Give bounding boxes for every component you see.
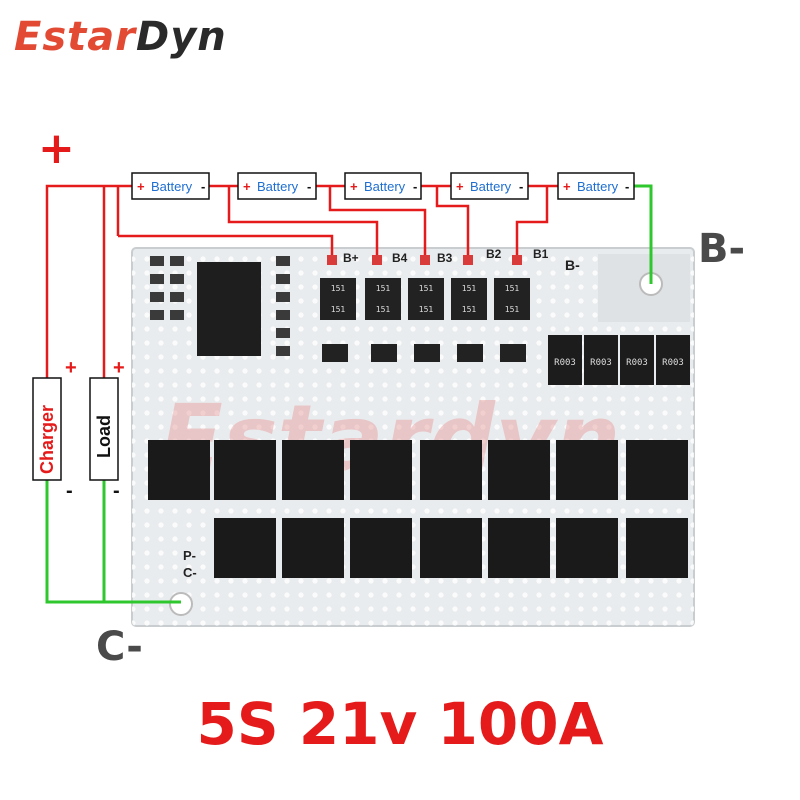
mosfets-top — [148, 440, 688, 500]
load-label: Load — [94, 415, 114, 458]
battery-minus: - — [307, 179, 311, 194]
battery-plus: + — [456, 179, 464, 194]
charger-plus: + — [65, 357, 77, 379]
shunt-resistors: R003 R003 R003 R003 — [548, 335, 690, 385]
battery-plus: + — [563, 179, 571, 194]
pad-label-pminus: P- — [183, 548, 196, 563]
brand-logo: EstarDyn — [14, 14, 227, 60]
load-minus: - — [113, 480, 120, 502]
main-plus: + — [38, 123, 75, 174]
battery-plus: + — [243, 179, 251, 194]
cminus-pad — [169, 592, 193, 616]
brand-part-1: Estar — [14, 14, 136, 60]
resistor-mark: 151 — [505, 284, 520, 293]
battery-cell: + Battery - — [557, 172, 635, 200]
resistor-mark: 151 — [331, 284, 346, 293]
pad-label-cminus: C- — [183, 565, 197, 580]
resistor-mark: 151 — [505, 305, 520, 314]
tap-label-b1: B1 — [533, 247, 549, 261]
c-minus-label: C- — [96, 624, 143, 670]
tap-label-b3: B3 — [437, 251, 453, 265]
battery-label: Battery — [470, 179, 512, 194]
battery-cell: + Battery - — [237, 172, 317, 200]
battery-plus: + — [350, 179, 358, 194]
battery-cell: + Battery - — [344, 172, 422, 200]
battery-minus: - — [625, 179, 629, 194]
charger-label: Charger — [37, 405, 57, 474]
bms-board: Estardyn 151 151 151 151 151 151 151 151… — [131, 247, 695, 627]
battery-plus: + — [137, 179, 145, 194]
battery-cell: + Battery - — [450, 172, 529, 200]
battery-minus: - — [519, 179, 523, 194]
balance-resistors: 151 151 151 151 151 151 151 151 151 151 — [320, 278, 530, 320]
shunt-mark: R003 — [590, 358, 612, 368]
shunt-mark: R003 — [626, 358, 648, 368]
charger-box: Charger — [32, 377, 62, 481]
resistor-mark: 151 — [419, 284, 434, 293]
shunt-mark: R003 — [554, 358, 576, 368]
tap-label-b4: B4 — [392, 251, 408, 265]
load-box: Load — [89, 377, 119, 481]
controller-ic — [197, 262, 261, 356]
shunt-mark: R003 — [662, 358, 684, 368]
pad-label-bminus: B- — [565, 257, 580, 273]
b-minus-label: B- — [698, 226, 746, 272]
tap-label-bplus: B+ — [343, 251, 359, 265]
mosfets-bottom — [214, 518, 688, 578]
resistor-mark: 151 — [462, 305, 477, 314]
charger-minus: - — [66, 480, 73, 502]
brand-part-2: Dyn — [135, 14, 227, 60]
battery-label: Battery — [364, 179, 406, 194]
battery-label: Battery — [151, 179, 193, 194]
battery-cell: + Battery - — [131, 172, 210, 200]
spec-headline: 5S 21v 100A — [196, 690, 604, 758]
green-wires — [45, 184, 653, 604]
battery-minus: - — [413, 179, 417, 194]
red-wires — [45, 184, 558, 378]
battery-minus: - — [201, 179, 205, 194]
resistor-mark: 151 — [376, 284, 391, 293]
resistor-mark: 151 — [376, 305, 391, 314]
battery-label: Battery — [257, 179, 299, 194]
tap-label-b2: B2 — [486, 247, 502, 261]
resistor-mark: 151 — [331, 305, 346, 314]
resistor-mark: 151 — [419, 305, 434, 314]
battery-label: Battery — [577, 179, 619, 194]
resistor-mark: 151 — [462, 284, 477, 293]
load-plus: + — [113, 357, 125, 379]
